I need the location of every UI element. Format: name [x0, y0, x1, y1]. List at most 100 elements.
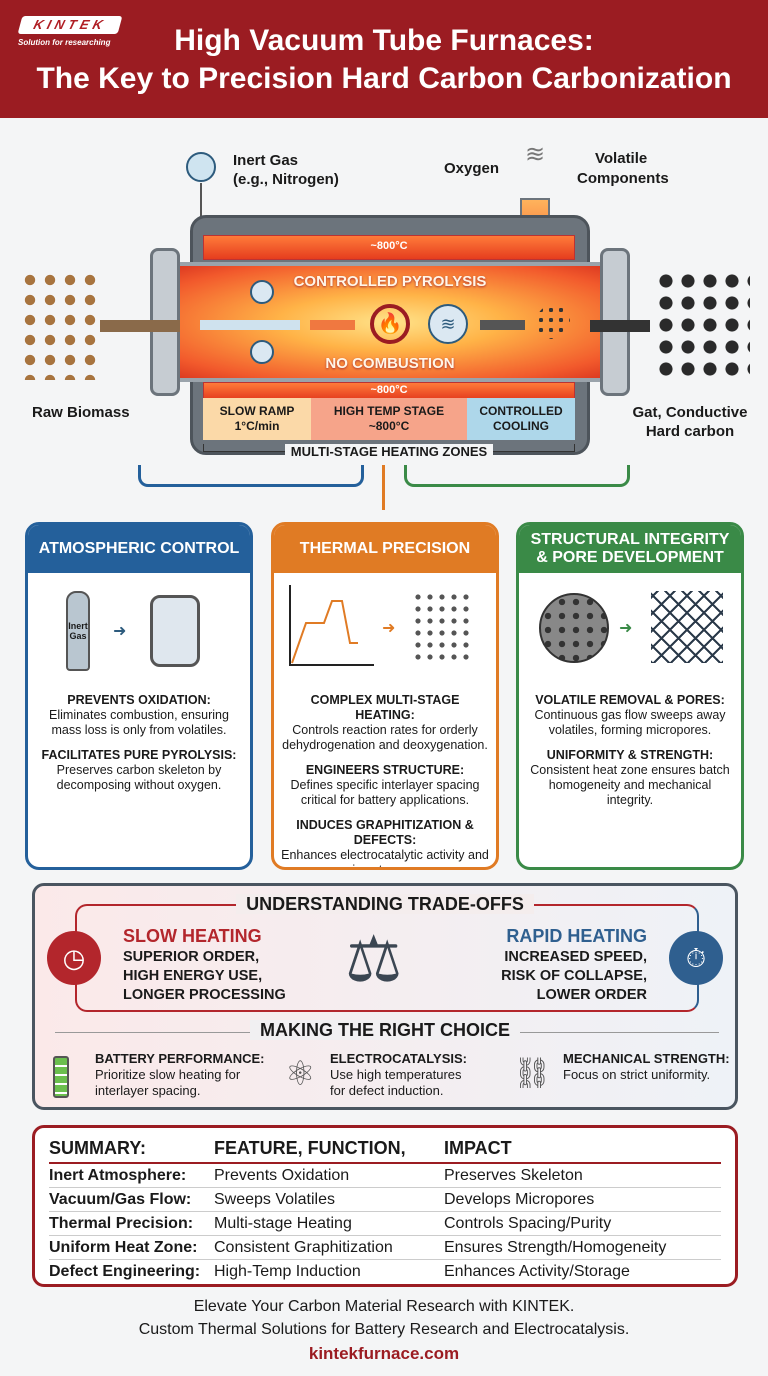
table-cell: Inert Atmosphere:	[49, 1166, 187, 1184]
table-row: Vacuum/Gas Flow: Sweeps Volatiles Develops…	[49, 1188, 721, 1212]
item-text: Consistent heat zone ensures batch homog…	[530, 763, 730, 807]
char-particles-icon	[536, 305, 570, 339]
vapor-icon: ≋	[525, 141, 546, 168]
gas-molecule-icon	[250, 280, 274, 304]
arrow-icon: ➜	[113, 623, 127, 640]
page-title-line2: The Key to Precision Hard Carbon Carboni…	[36, 62, 732, 95]
card-title: STRUCTURAL INTEGRITY & PORE DEVELOPMENT	[519, 525, 741, 573]
table-cell: Multi-stage Heating	[214, 1214, 352, 1232]
item-text: Enhances electrocatalytic activity and i…	[281, 848, 489, 870]
flow-arrow-out	[480, 320, 525, 330]
pore-network-icon	[651, 591, 723, 663]
connector-green	[404, 465, 630, 487]
table-cell: Prevents Oxidation	[214, 1166, 350, 1184]
table-row: Thermal Precision: Multi-stage Heating Con…	[49, 1212, 721, 1236]
choice-battery: BATTERY PERFORMANCE:Prioritize slow heat…	[95, 1051, 265, 1098]
item-heading: VOLATILE REMOVAL & PORES:	[535, 693, 725, 707]
porous-carbon-icon	[539, 593, 609, 663]
temp-top: ~800°C	[370, 240, 408, 252]
logo-tagline: Solution for researching	[18, 38, 111, 47]
table-cell: Consistent Graphitization	[214, 1238, 393, 1256]
card-title: THERMAL PRECISION	[274, 525, 496, 573]
item-text: Eliminates combustion, ensuring mass los…	[49, 708, 229, 737]
table-cell: Controls Spacing/Purity	[444, 1214, 612, 1232]
table-cell: Develops Micropores	[444, 1190, 595, 1208]
slow-heating-title: SLOW HEATING	[123, 926, 262, 946]
heater-top	[203, 235, 575, 260]
website-link[interactable]: kintekfurnace.com	[308, 1344, 460, 1363]
item-text: Preserves carbon skeleton by decomposing…	[56, 763, 222, 792]
flow-arrow-mid2	[310, 320, 355, 330]
table-cell: Defect Engineering:	[49, 1263, 201, 1280]
product-label-1: Gat, Conductive	[632, 404, 748, 421]
card-title: ATMOSPHERIC CONTROL	[28, 525, 250, 573]
rapid-heating-title: RAPID HEATING	[506, 926, 647, 946]
table-cell: Enhances Activity/Storage	[444, 1263, 630, 1280]
header-banner: KINTEK Solution for researching High Vac…	[0, 0, 768, 118]
temp-bottom: ~800°C	[370, 384, 408, 396]
battery-icon	[53, 1056, 69, 1098]
table-cell: Sweeps Volatiles	[214, 1190, 335, 1208]
arrow-icon: ➜	[619, 620, 633, 637]
connector-blue	[138, 465, 364, 487]
tradeoffs-title: UNDERSTANDING TRADE-OFFS	[236, 894, 534, 914]
temperature-profile-icon	[289, 585, 374, 666]
no-fire-icon: 🔥	[370, 304, 410, 344]
oxygen-label: Oxygen	[444, 160, 500, 177]
table-row: Uniform Heat Zone:Consistent Graphitizat…	[49, 1236, 721, 1260]
table-cell: Ensures Strength/Homogeneity	[444, 1238, 667, 1256]
card-illustration: ➜	[519, 573, 741, 683]
hard-carbon-image	[655, 270, 750, 380]
zones-label: MULTI-STAGE HEATING ZONES	[284, 444, 494, 459]
item-text: Defines specific interlayer spacing crit…	[290, 778, 480, 807]
flow-arrow-exit	[590, 320, 650, 332]
table-cell: Vacuum/Gas Flow:	[49, 1190, 192, 1208]
choice-title: MAKING THE RIGHT CHOICE	[250, 1020, 520, 1040]
arrow-icon: ➜	[382, 620, 396, 637]
zone-high-temp: HIGH TEMP STAGE~800°C	[311, 398, 467, 440]
carbon-lattice-icon	[412, 591, 472, 666]
flow-arrow-mid	[200, 320, 300, 330]
atom-icon: ⚛	[285, 1055, 316, 1093]
connector-orange	[382, 465, 385, 510]
table-cell: High-Temp Induction	[214, 1263, 361, 1280]
item-heading: ENGINEERS STRUCTURE:	[305, 763, 465, 777]
raw-biomass-label: Raw Biomass	[32, 404, 130, 421]
table-header: SUMMARY:FEATURE, FUNCTION,IMPACT	[49, 1134, 721, 1164]
item-heading: UNIFORMITY & STRENGTH:	[546, 748, 714, 762]
volatile-label: Volatile	[595, 150, 648, 167]
item-heading: PREVENTS OXIDATION:	[67, 693, 211, 707]
summary-table: SUMMARY:FEATURE, FUNCTION,IMPACT Inert A…	[32, 1125, 738, 1287]
table-row: Defect Engineering: High-Temp Induction En…	[49, 1260, 721, 1284]
card-structural-integrity: STRUCTURAL INTEGRITY & PORE DEVELOPMENT …	[516, 522, 744, 870]
choice-mechanical: MECHANICAL STRENGTH:Focus on strict unif…	[563, 1051, 730, 1082]
raw-biomass-image	[20, 270, 100, 380]
item-heading: FACILITATES PURE PYROLYSIS:	[41, 748, 237, 762]
page-title-line1: High Vacuum Tube Furnaces:	[174, 24, 594, 57]
gas-bottle-icon	[186, 152, 216, 182]
heat-waves-icon: ≋	[428, 304, 468, 344]
item-text: Controls reaction rates for orderly dehy…	[282, 723, 488, 752]
table-cell: Thermal Precision:	[49, 1214, 194, 1232]
dumbbell-icon: ⛓	[513, 1057, 552, 1090]
components-label: Components	[577, 170, 669, 187]
footer-line2: Custom Thermal Solutions for Battery Res…	[138, 1321, 630, 1338]
item-text: Continuous gas flow sweeps away volatile…	[534, 708, 726, 737]
water-drop-icon	[250, 340, 274, 364]
item-heading: COMPLEX MULTI-STAGE HEATING:	[310, 693, 460, 722]
item-heading: INDUCES GRAPHITIZATION & DEFECTS:	[296, 818, 474, 847]
table-row: Inert Atmosphere: Prevents Oxidation Prese…	[49, 1164, 721, 1188]
table-cell: Preserves Skeleton	[444, 1166, 583, 1184]
pyrolysis-label: CONTROLLED PYROLYSIS	[293, 273, 487, 290]
footer-line1: Elevate Your Carbon Material Research wi…	[193, 1298, 575, 1315]
product-label-2: Hard carbon	[645, 423, 735, 440]
rapid-heating-details: INCREASED SPEED,RISK OF COLLAPSE,LOWER O…	[501, 949, 647, 1003]
vacuum-chamber-icon	[150, 595, 200, 667]
tradeoffs-panel: UNDERSTANDING TRADE-OFFS ◷ SLOW HEATING …	[32, 883, 738, 1110]
